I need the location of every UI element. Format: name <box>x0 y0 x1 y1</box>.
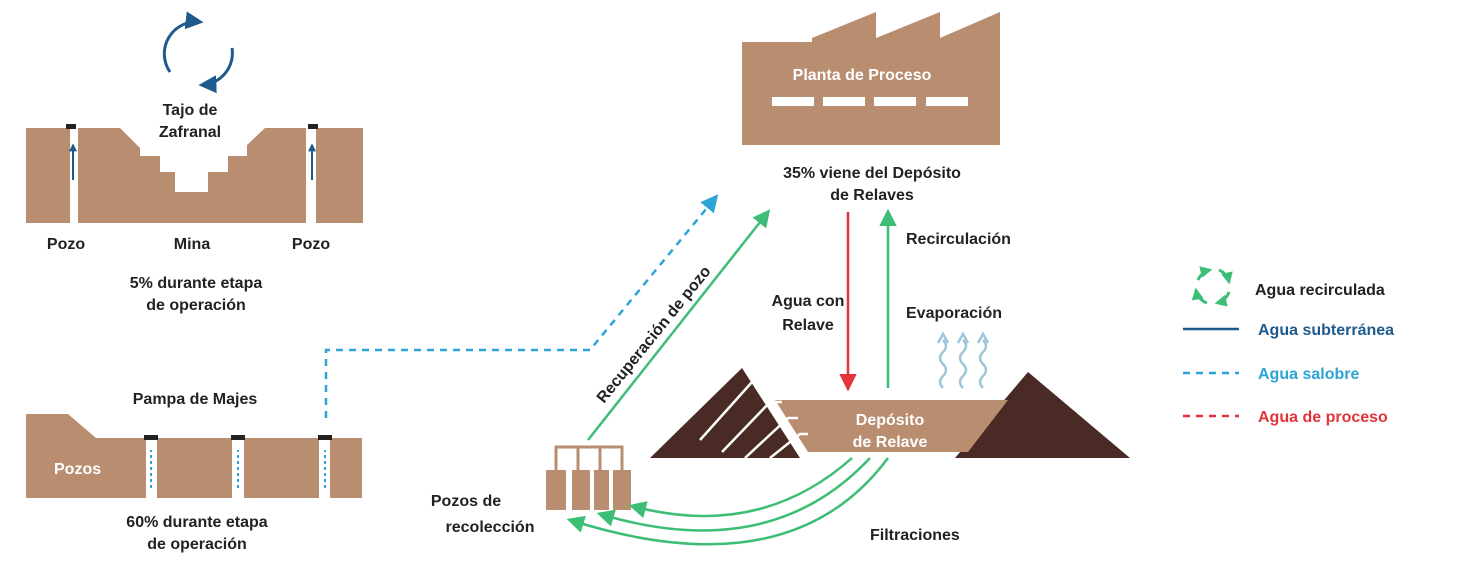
legend: Agua recirculada Agua subterránea Agua s… <box>1183 266 1394 426</box>
factory-window-4 <box>926 97 968 106</box>
collection-well-4 <box>613 470 631 510</box>
pozos-recoleccion-line2: recolección <box>446 519 535 536</box>
evaporacion-label: Evaporación <box>906 305 1002 322</box>
pampa-pozos-label: Pozos <box>54 461 101 478</box>
dam-raise-steps <box>699 380 808 459</box>
deposito-relave-group: Depósito de Relave <box>650 368 1130 459</box>
tajo-title-line2: Zafranal <box>159 124 221 141</box>
tailings-pond <box>775 400 1008 452</box>
pozos-recoleccion-line1: Pozos de <box>431 493 501 510</box>
collection-well-1 <box>546 470 566 510</box>
deposito-line2: de Relave <box>853 434 928 451</box>
tajo-mina-label: Mina <box>174 236 211 253</box>
factory-building <box>742 12 1000 145</box>
collection-manifold <box>554 445 624 470</box>
pampa-block-4 <box>330 438 362 498</box>
recuperacion-arrow <box>587 209 771 441</box>
filtracion-arc-2 <box>596 457 871 532</box>
collection-well-3 <box>594 470 609 510</box>
mina-pit-shape <box>78 128 306 223</box>
legend-proceso-label: Agua de proceso <box>1258 409 1388 426</box>
pozo-right-block <box>316 128 363 223</box>
pampa-block-1 <box>26 414 146 498</box>
agua-salobre-line <box>324 194 719 418</box>
recuperacion-label: Recuperación de pozo <box>594 263 715 407</box>
filtraciones-label: Filtraciones <box>870 527 960 544</box>
legend-salobre-label: Agua salobre <box>1258 366 1359 383</box>
agua-relave-line2: Relave <box>782 317 834 334</box>
filtracion-arc-1 <box>628 457 853 519</box>
pampa-block-3 <box>244 438 319 498</box>
pampa-block-2 <box>157 438 232 498</box>
pampa-title: Pampa de Majes <box>133 391 258 408</box>
tajo-share-line2: de operación <box>146 297 246 314</box>
tajo-share-line1: 5% durante etapa <box>130 275 263 292</box>
pampa-share-line2: de operación <box>147 536 247 553</box>
factory-window-1 <box>772 97 814 106</box>
legend-recirculada-label: Agua recirculada <box>1255 282 1385 299</box>
recycle-arrows-icon <box>162 11 234 94</box>
pampa-share-line1: 60% durante etapa <box>126 514 267 531</box>
recirculacion-label: Recirculación <box>906 231 1011 248</box>
pozo-left-block <box>26 128 70 223</box>
legend-recirculada-icon <box>1191 266 1233 307</box>
dam-right <box>955 372 1130 458</box>
evaporation-icon <box>936 331 990 389</box>
tajo-title-line1: Tajo de <box>163 102 218 119</box>
pampa-well-cap-2 <box>231 435 245 440</box>
tajo-pozo-right-label: Pozo <box>292 236 330 253</box>
pampa-well-cap-1 <box>144 435 158 440</box>
factory-window-2 <box>823 97 865 106</box>
tajo-zafranal-group: Tajo de Zafranal Pozo Mina Pozo 5% duran… <box>26 11 363 314</box>
planta-proceso-group: Planta de Proceso 35% viene del Depósito… <box>742 12 1000 204</box>
legend-subterranea-label: Agua subterránea <box>1258 322 1394 339</box>
planta-title: Planta de Proceso <box>793 67 932 84</box>
filtracion-arc-3 <box>566 457 890 546</box>
collection-well-2 <box>572 470 590 510</box>
deposito-line1: Depósito <box>856 412 925 429</box>
factory-window-3 <box>874 97 916 106</box>
planta-share-line2: de Relaves <box>830 187 914 204</box>
pozo-left-cap <box>66 124 76 129</box>
pampa-majes-group: Pampa de Majes Pozos 60% durante etapa d… <box>26 391 362 553</box>
tajo-pozo-left-label: Pozo <box>47 236 85 253</box>
agua-relave-line1: Agua con <box>772 293 845 310</box>
pozo-right-cap <box>308 124 318 129</box>
pampa-well-cap-3 <box>318 435 332 440</box>
pozos-recoleccion-group: Pozos de recolección <box>431 445 631 536</box>
planta-share-line1: 35% viene del Depósito <box>783 165 961 182</box>
